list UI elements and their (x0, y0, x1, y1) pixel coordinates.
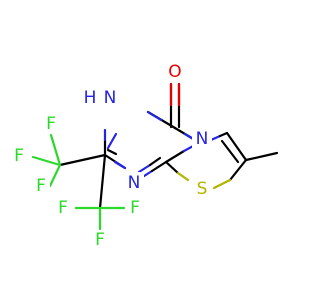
sulfur-atom-label: S (197, 179, 208, 199)
f4-label-bg (54, 198, 72, 218)
ring-nitrogen-label: N (196, 129, 209, 149)
bond-c2-cf3b (98, 153, 107, 210)
f6-label-bg (91, 230, 109, 250)
bond-c8a-s (164, 160, 180, 175)
bonds (31, 82, 279, 231)
bond-n3-c2 (106, 148, 118, 156)
molecule-structure-svg: O H N N N S F F F F F F (10, 62, 279, 250)
nh-nitrogen-label: N (104, 88, 117, 108)
bond-c2-cf3a (58, 153, 107, 167)
o-label-bg (166, 62, 184, 82)
f2-label-bg (10, 146, 28, 166)
molecule-diagram: O H N N N S F F F F F F (10, 62, 279, 250)
bond-c8a-n5 (164, 149, 186, 164)
bond-n5-c6 (218, 131, 229, 138)
bond-c7-s (228, 158, 248, 182)
bond-c4-n3-n (146, 110, 163, 122)
fluorine-atom-label-1: F (46, 114, 56, 134)
fluorine-atom-label-2: F (14, 146, 24, 166)
bond-c7-methyl (244, 151, 279, 162)
bond-c6-c7-2 (220, 139, 240, 164)
f5-label-bg (126, 198, 144, 218)
bond-c7-s-s (212, 178, 232, 190)
bond-cf3a-f2 (31, 155, 62, 167)
bond-c8a-s-s (176, 171, 190, 182)
bond-n1-c8a-n2 (137, 163, 152, 174)
bond-n5-c6-n (209, 134, 222, 142)
s-label-bg (192, 178, 212, 200)
imine-nitrogen-label: N (128, 173, 141, 193)
f1-label-bg (42, 114, 60, 134)
fluorine-atom-label-6: F (95, 230, 105, 250)
atom-labels: O H N N N S F F F F F F (10, 62, 212, 250)
f3-label-bg (32, 176, 50, 196)
bond-cf3a-f3 (48, 163, 62, 188)
oxygen-atom-label: O (168, 62, 181, 82)
fluorine-atom-label-3: F (36, 176, 46, 196)
bond-n3-c2-n (106, 132, 118, 150)
n5-label-bg (192, 128, 212, 150)
nh-label-bg (80, 88, 120, 108)
bond-c2-n1-n (113, 160, 127, 170)
bond-cf3a-f1 (49, 133, 62, 167)
fluorine-atom-label-5: F (130, 198, 140, 218)
bond-c6-c7 (225, 131, 248, 162)
fluorine-atom-label-4: F (58, 198, 68, 218)
bond-n1-c8a (150, 160, 168, 173)
nh-hydrogen-label: H (84, 88, 97, 108)
bond-n1-c8a-2 (148, 156, 162, 167)
n1-label-bg (124, 172, 144, 194)
